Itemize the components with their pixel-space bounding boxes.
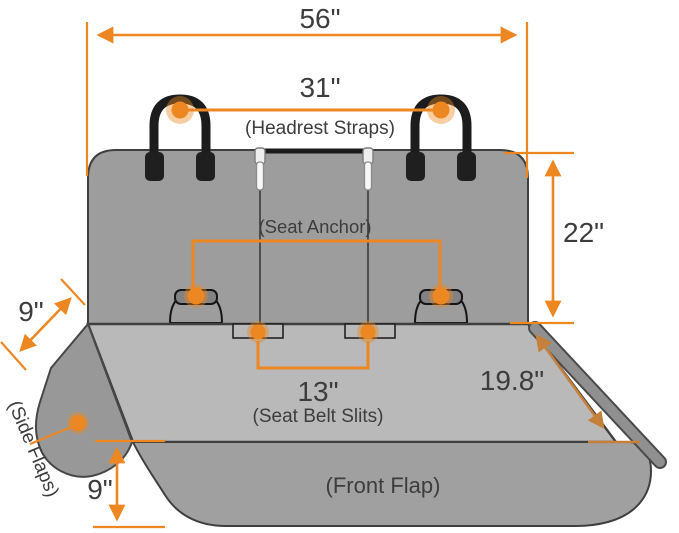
dim-9-side xyxy=(0,278,86,371)
headrest-strap-left xyxy=(145,94,215,181)
zipper-pull-right xyxy=(362,147,374,191)
dim-56-label: 56" xyxy=(299,3,340,34)
dim-19-8 xyxy=(535,333,640,444)
dim-31-label: 31" xyxy=(299,72,340,103)
headrest-straps-caption: (Headrest Straps) xyxy=(245,118,395,139)
dim-31 xyxy=(166,96,455,124)
dim-19-8-label: 19.8" xyxy=(480,365,544,396)
dim-13 xyxy=(247,321,379,370)
seat-anchor-callout xyxy=(184,239,453,308)
front-flap-caption: (Front Flap) xyxy=(326,473,441,498)
dim-13-label: 13" xyxy=(297,376,338,407)
zipper-pull-left xyxy=(254,147,266,191)
seat-anchor-caption: (Seat Anchor) xyxy=(258,216,371,237)
dim-22 xyxy=(504,151,574,325)
side-flap-callout xyxy=(29,412,89,446)
dim-9-front xyxy=(93,439,165,529)
dim-22-label: 22" xyxy=(563,217,604,248)
seat-belt-slits-caption: (Seat Belt Slits) xyxy=(253,406,384,427)
dim-9-front-label: 9" xyxy=(87,474,113,505)
front-flap-panel xyxy=(131,441,653,527)
dim-9-side-label: 9" xyxy=(18,296,44,327)
headrest-strap-right xyxy=(406,94,476,181)
